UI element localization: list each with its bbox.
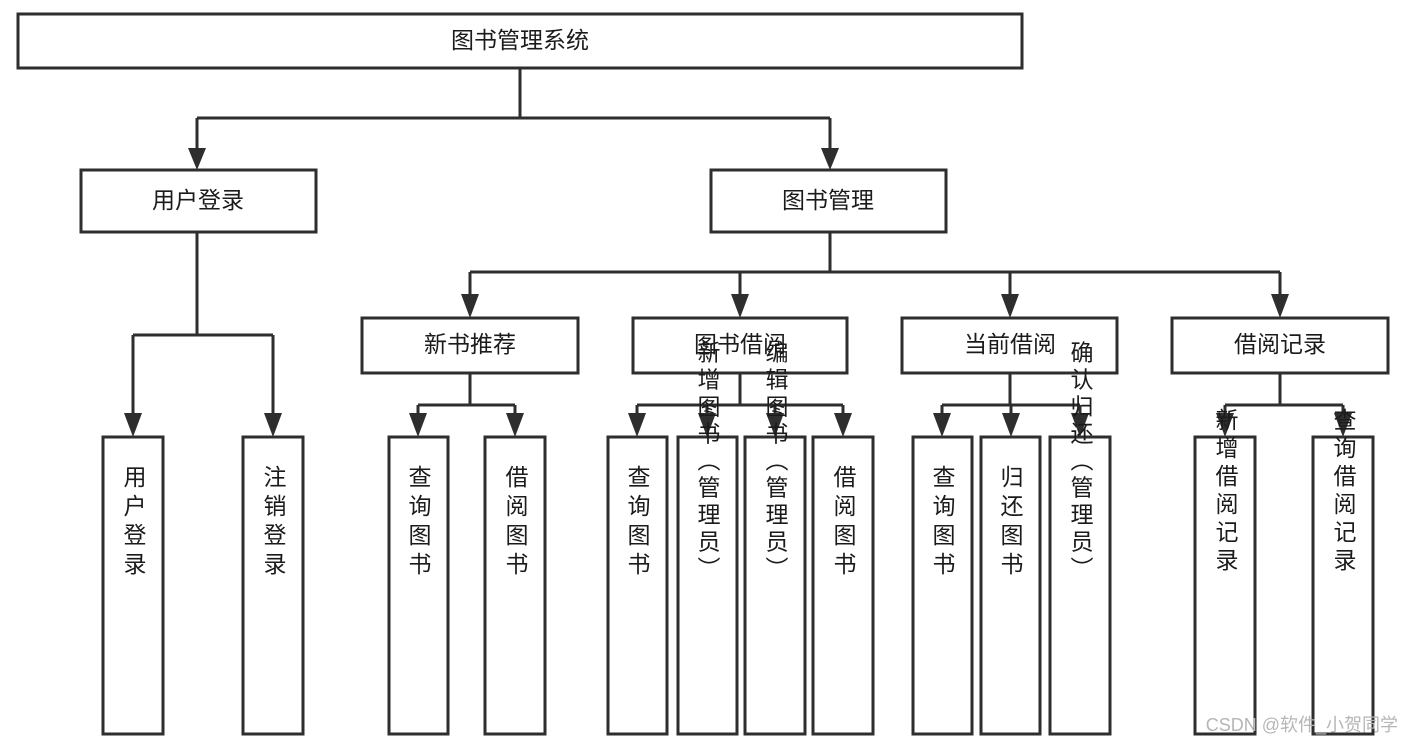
arrow-head-book-borrow — [731, 294, 749, 318]
node-borrow-records-label: 借阅记录 — [1234, 331, 1326, 357]
node-book-borrow-label: 图书借阅 — [694, 331, 786, 357]
leaf-node-user-login-label: 用户登录 — [120, 465, 147, 581]
arrow-head-leaf-add-record — [1216, 413, 1234, 437]
leaf-node-borrow-book-recommend[interactable]: 借阅图书 — [483, 435, 547, 736]
leaf-node-return-book[interactable]: 归还图书 — [979, 435, 1042, 736]
node-new-book-recommend-label: 新书推荐 — [424, 331, 516, 357]
arrow-head-user-login — [188, 148, 206, 170]
node-root-system[interactable]: 图书管理系统 — [16, 12, 1024, 70]
leaf-node-edit-book[interactable]: 编辑图书（管理员） — [743, 341, 807, 736]
leaf-node-logout-label: 注销登录 — [260, 465, 287, 581]
leaf-node-edit-book-label: 编辑图书（管理员） — [762, 341, 789, 584]
arrow-head-leaf-query-book-2 — [628, 413, 646, 437]
arrow-head-leaf-add-book — [698, 413, 716, 437]
node-book-management[interactable]: 图书管理 — [709, 168, 948, 234]
arrow-head-leaf-borrow-book-2 — [834, 413, 852, 437]
leaf-node-query-book-borrow[interactable]: 查询图书 — [606, 435, 669, 736]
arrow-head-leaf-query-book-1 — [409, 413, 427, 437]
leaf-node-user-login[interactable]: 用户登录 — [101, 435, 165, 736]
node-user-login[interactable]: 用户登录 — [79, 168, 318, 234]
node-book-management-label: 图书管理 — [782, 187, 874, 213]
leaf-node-query-book-current-label: 查询图书 — [929, 465, 956, 581]
node-borrow-records[interactable]: 借阅记录 — [1170, 316, 1390, 375]
node-user-login-label: 用户登录 — [152, 187, 244, 213]
node-book-borrow[interactable]: 图书借阅 — [631, 316, 849, 375]
leaf-node-add-borrow-record[interactable]: 新增借阅记录 — [1193, 408, 1257, 736]
leaf-node-query-book-borrow-box[interactable] — [606, 435, 669, 736]
node-new-book-recommend-box[interactable] — [360, 316, 580, 375]
leaf-node-borrow-book-recommend-label: 借阅图书 — [502, 465, 529, 581]
arrow-head-book-mgmt — [821, 148, 839, 170]
leaf-node-query-book-borrow-label: 查询图书 — [624, 465, 651, 581]
leaf-node-query-borrow-record-box[interactable] — [1311, 435, 1375, 736]
leaf-node-return-book-box[interactable] — [979, 435, 1042, 736]
watermark-label: CSDN @软件_小贺同学 — [1206, 715, 1398, 736]
connector-layer — [124, 68, 1352, 437]
leaf-node-borrow-book-box[interactable] — [811, 435, 875, 736]
node-root-system-label: 图书管理系统 — [451, 27, 589, 53]
leaf-node-confirm-return-box[interactable] — [1048, 435, 1112, 736]
arrow-head-leaf-return-book — [1002, 413, 1020, 437]
leaf-node-add-borrow-record-label: 新增借阅记录 — [1212, 408, 1239, 576]
leaf-node-logout-box[interactable] — [241, 435, 305, 736]
leaf-node-edit-book-box[interactable] — [743, 435, 807, 736]
leaf-node-query-book-current[interactable]: 查询图书 — [911, 435, 974, 736]
leaf-node-query-borrow-record-label: 查询借阅记录 — [1330, 408, 1357, 576]
leaf-node-logout[interactable]: 注销登录 — [241, 435, 305, 736]
leaf-node-query-book-recommend-box[interactable] — [387, 435, 450, 736]
node-new-book-recommend[interactable]: 新书推荐 — [360, 316, 580, 375]
leaf-node-borrow-book[interactable]: 借阅图书 — [811, 435, 875, 736]
arrow-head-leaf-confirm-return — [1071, 413, 1089, 437]
leaf-node-borrow-book-label: 借阅图书 — [830, 465, 857, 581]
leaf-node-borrow-book-recommend-box[interactable] — [483, 435, 547, 736]
leaf-node-user-login-box[interactable] — [101, 435, 165, 736]
arrow-head-borrow-records — [1271, 294, 1289, 318]
node-current-borrow[interactable]: 当前借阅 — [900, 316, 1119, 375]
leaf-node-query-book-recommend-label: 查询图书 — [405, 465, 432, 581]
node-root-system-box[interactable] — [16, 12, 1024, 70]
arrow-head-leaf-query-book-3 — [933, 413, 951, 437]
node-book-borrow-box[interactable] — [631, 316, 849, 375]
leaf-node-add-book-box[interactable] — [676, 435, 739, 736]
arrow-head-leaf-edit-book — [766, 413, 784, 437]
arrow-head-current-borrow — [1001, 294, 1019, 318]
node-current-borrow-box[interactable] — [900, 316, 1119, 375]
leaf-node-query-book-recommend[interactable]: 查询图书 — [387, 435, 450, 736]
arrow-head-leaf-query-record — [1334, 413, 1352, 437]
leaf-node-query-borrow-record[interactable]: 查询借阅记录 — [1311, 408, 1375, 736]
leaf-node-add-book-label: 新增图书（管理员） — [694, 341, 721, 584]
leaf-node-return-book-label: 归还图书 — [997, 465, 1024, 581]
arrow-head-leaf-logout — [264, 413, 282, 437]
node-current-borrow-label: 当前借阅 — [964, 331, 1056, 357]
leaf-node-query-book-current-box[interactable] — [911, 435, 974, 736]
leaf-node-confirm-return[interactable]: 确认归还（管理员） — [1048, 341, 1112, 736]
node-borrow-records-box[interactable] — [1170, 316, 1390, 375]
leaf-node-confirm-return-label: 确认归还（管理员） — [1067, 341, 1094, 584]
arrow-head-new-book-recommend — [461, 294, 479, 318]
leaf-node-add-book[interactable]: 新增图书（管理员） — [676, 341, 739, 736]
node-book-management-box[interactable] — [709, 168, 948, 234]
node-user-login-box[interactable] — [79, 168, 318, 234]
arrow-head-leaf-user-login — [124, 413, 142, 437]
leaf-node-add-borrow-record-box[interactable] — [1193, 435, 1257, 736]
arrow-head-leaf-borrow-book-1 — [506, 413, 524, 437]
